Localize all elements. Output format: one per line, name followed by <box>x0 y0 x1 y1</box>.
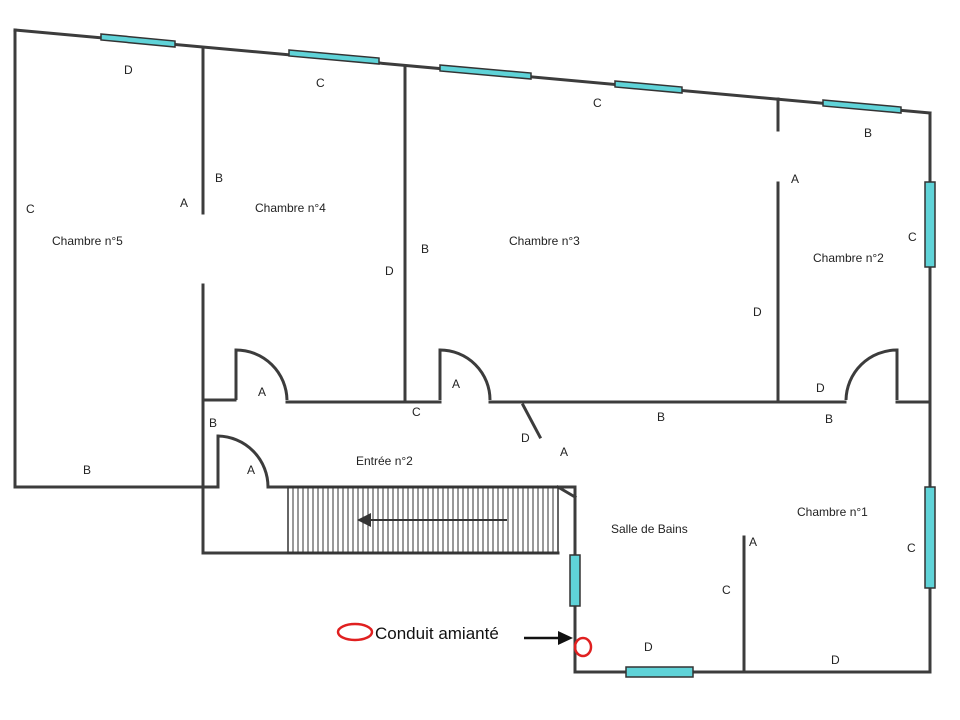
wall-label: D <box>753 305 762 319</box>
door-chambre5 <box>216 434 270 488</box>
wall-label: B <box>825 412 833 426</box>
sdb-corner <box>555 484 578 500</box>
wall-label: D <box>521 431 530 445</box>
room-chambre1: Chambre n°1 <box>797 505 868 519</box>
wall-label: C <box>722 583 731 597</box>
door-chambre2 <box>844 348 899 401</box>
room-chambre2: Chambre n°2 <box>813 251 884 265</box>
walls <box>13 28 932 674</box>
wall-label: B <box>209 416 217 430</box>
stairs-arrow-head <box>357 513 371 527</box>
room-entree: Entrée n°2 <box>356 454 413 468</box>
door-chambre4 <box>234 348 289 401</box>
room-chambre5: Chambre n°5 <box>52 234 123 248</box>
wall-label: A <box>258 385 266 399</box>
wall-label: B <box>215 171 223 185</box>
wall-labels: D C C B C A B D B A C D A A D C B B B D … <box>26 63 917 667</box>
wall-label: D <box>124 63 133 77</box>
wall-label: C <box>908 230 917 244</box>
room-sdb: Salle de Bains <box>611 522 688 536</box>
legend-text: Conduit amianté <box>375 624 499 643</box>
wall-label: A <box>452 377 460 391</box>
windows <box>100 33 936 678</box>
wall-label: C <box>316 76 325 90</box>
wall-label: B <box>864 126 872 140</box>
wall-label: B <box>657 410 665 424</box>
wall-label: B <box>83 463 91 477</box>
wall-label: D <box>816 381 825 395</box>
window-6 <box>924 181 936 268</box>
room-chambre4: Chambre n°4 <box>255 201 326 215</box>
wall-label: A <box>791 172 799 186</box>
wall-label: D <box>385 264 394 278</box>
wall-label: C <box>593 96 602 110</box>
wall-label: A <box>560 445 568 459</box>
wall-label: A <box>247 463 255 477</box>
wall-label: B <box>421 242 429 256</box>
room-chambre3: Chambre n°3 <box>509 234 580 248</box>
wall-label: D <box>644 640 653 654</box>
red-ellipse-icon <box>336 622 374 642</box>
wall-label: D <box>831 653 840 667</box>
wall-label: A <box>180 196 188 210</box>
wall-label: C <box>26 202 35 216</box>
doors <box>216 348 899 488</box>
wall-label: C <box>412 405 421 419</box>
black-arrow-head-icon <box>558 631 573 645</box>
window-7 <box>924 486 936 589</box>
window-4 <box>614 80 683 94</box>
angled-wall <box>520 402 543 440</box>
door-chambre3 <box>438 348 492 401</box>
wall-label: A <box>749 535 757 549</box>
window-9 <box>625 666 694 678</box>
window-3 <box>439 64 532 80</box>
window-1 <box>100 33 176 48</box>
wall-label: C <box>907 541 916 555</box>
window-2 <box>288 49 380 65</box>
window-5 <box>822 99 902 114</box>
duct-marker-icon <box>573 636 593 658</box>
window-8 <box>569 554 581 607</box>
